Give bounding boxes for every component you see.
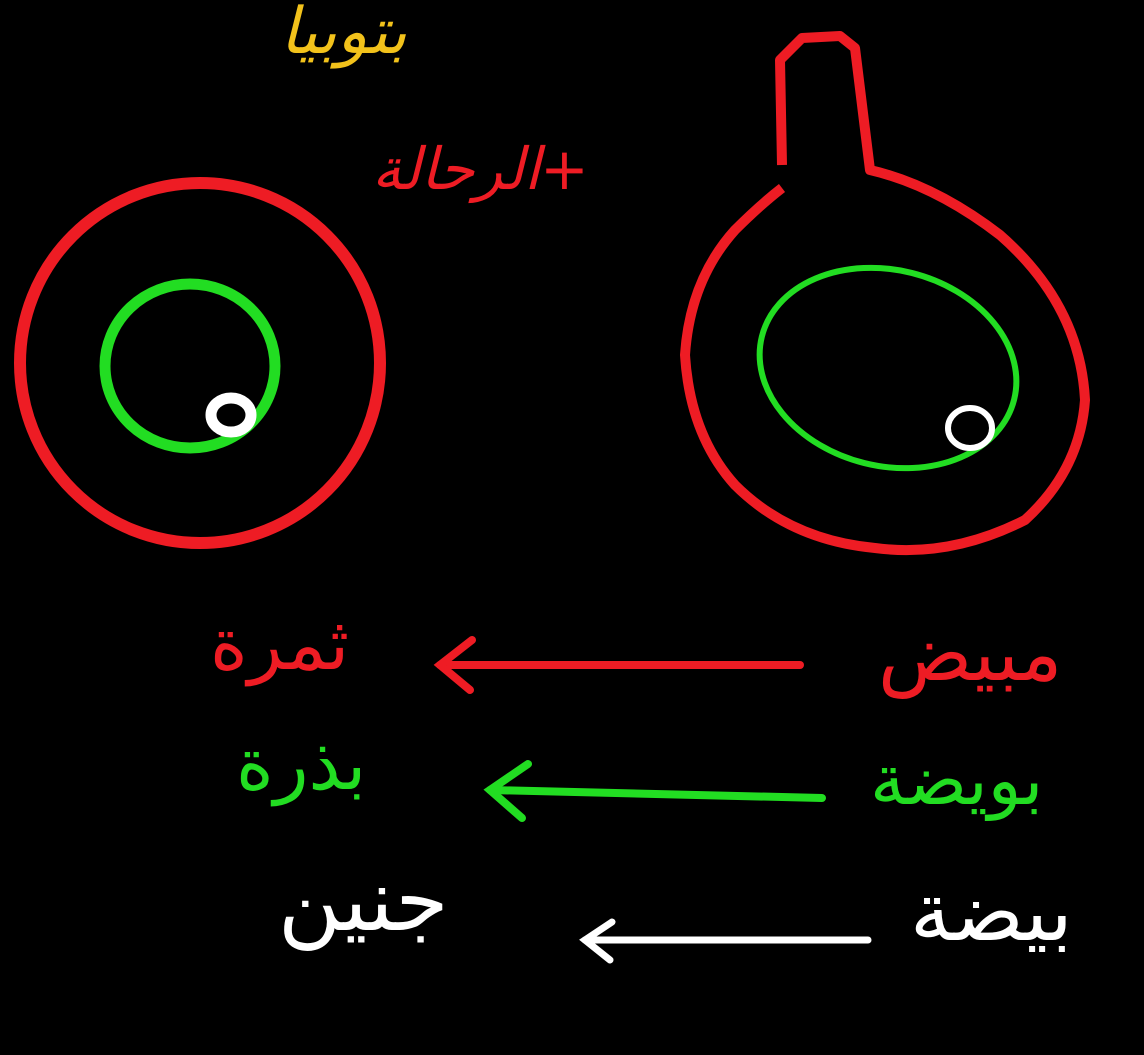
fruit-outer-wall bbox=[14, 177, 386, 549]
ovule-ring bbox=[756, 264, 1020, 472]
seed-ring bbox=[99, 278, 281, 454]
label-embryo: جنين bbox=[278, 851, 449, 951]
fruit-diagram bbox=[14, 177, 386, 549]
arrow-ovary-to-fruit bbox=[433, 636, 804, 694]
arrow-ovule-to-seed bbox=[483, 760, 826, 822]
label-seed: بذرة bbox=[236, 722, 367, 806]
label-ovary: مبيض bbox=[878, 609, 1063, 699]
arrow-egg-to-embryo bbox=[579, 918, 872, 964]
top-yellow-label: بتوبيا bbox=[280, 0, 407, 69]
label-ovule: بويضة bbox=[870, 739, 1044, 821]
top-red-label: +الرحالة bbox=[372, 135, 589, 203]
label-egg: بيضة bbox=[910, 865, 1073, 960]
embryo-dot bbox=[205, 392, 257, 438]
pistil-style-outline bbox=[680, 31, 1090, 556]
egg-dot bbox=[945, 405, 995, 451]
ovary-diagram bbox=[680, 31, 1090, 556]
label-fruit: ثمرة bbox=[210, 602, 350, 686]
